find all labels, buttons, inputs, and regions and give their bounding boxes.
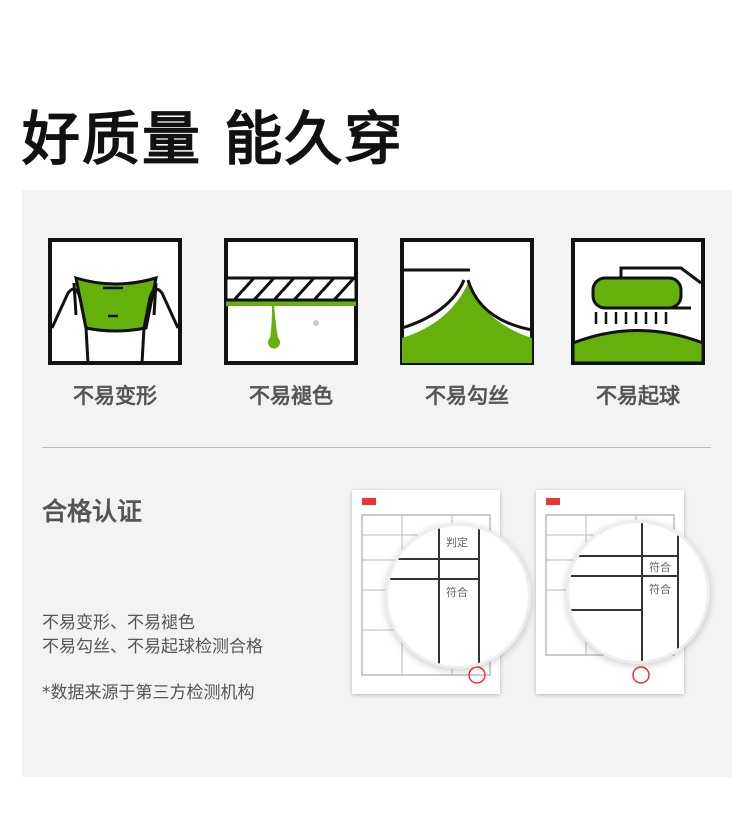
source-note: *数据来源于第三方检测机构 <box>42 683 255 703</box>
feature-label: 不易褪色 <box>249 384 333 408</box>
judgment-header: 判定 <box>446 536 468 549</box>
pilling-icon <box>571 238 705 365</box>
snag-icon <box>400 238 534 365</box>
result-text: 符合 <box>649 583 671 596</box>
test-report-1: 判定 符合 <box>352 490 531 694</box>
feature-label: 不易变形 <box>73 384 157 408</box>
divider <box>42 447 711 448</box>
magnifier: 判定 符合 <box>385 523 531 669</box>
cert-text: 不易勾丝、不易起球检测合格 <box>42 637 263 657</box>
cert-text: 不易变形、不易褪色 <box>42 613 195 633</box>
stretch-icon <box>48 238 182 365</box>
feature-label: 不易起球 <box>596 384 680 408</box>
content-panel: 不易变形 不易褪色 不易勾丝 不易起球 合格认证 不易变形、不易褪色 不易勾丝、… <box>22 190 732 777</box>
test-report-2: 符合 符合 <box>536 490 710 694</box>
feature-label: 不易勾丝 <box>425 384 509 408</box>
magnifier: 符合 符合 <box>566 520 710 664</box>
page-title: 好质量 能久穿 <box>22 105 405 173</box>
result-text: 符合 <box>649 561 671 574</box>
certification-heading: 合格认证 <box>42 497 143 526</box>
color-fade-icon <box>224 238 358 365</box>
result-text: 符合 <box>446 586 468 599</box>
